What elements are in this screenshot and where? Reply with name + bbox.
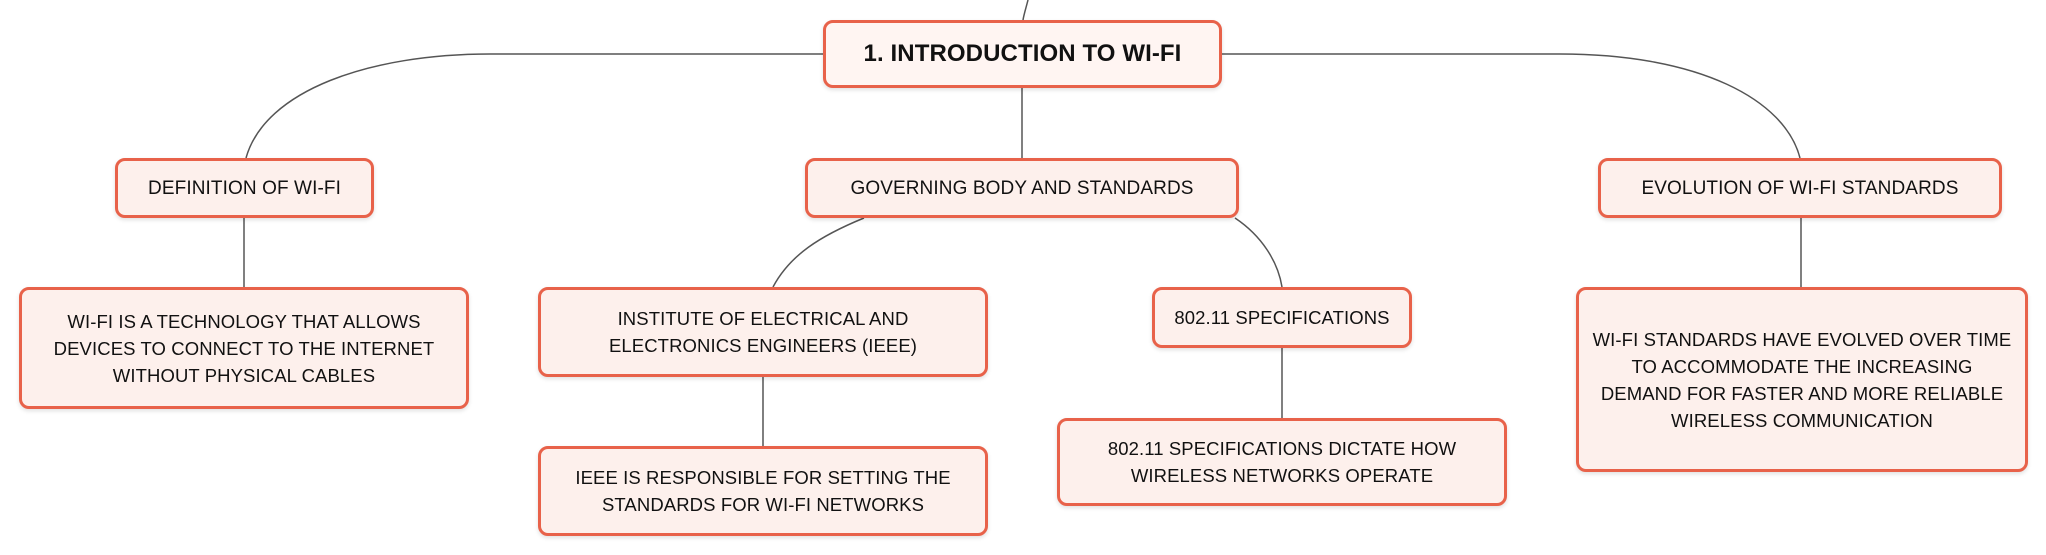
connector-parent-to-root (1022, 0, 1029, 21)
connector-root-to-definition (245, 53, 823, 159)
evolution-detail-node[interactable]: WI-FI STANDARDS HAVE EVOLVED OVER TIME T… (1576, 287, 2028, 472)
evolution-label: EVOLUTION OF WI-FI STANDARDS (1641, 177, 1959, 199)
spec-detail-text: 802.11 SPECIFICATIONS DICTATE HOW WIRELE… (1107, 438, 1457, 486)
governing-node[interactable]: GOVERNING BODY AND STANDARDS (805, 158, 1239, 218)
evolution-node[interactable]: EVOLUTION OF WI-FI STANDARDS (1598, 158, 2002, 218)
ieee-label: INSTITUTE OF ELECTRICAL AND ELECTRONICS … (608, 308, 918, 356)
connector-root-to-evolution (1222, 53, 1801, 159)
definition-detail-text: WI-FI IS A TECHNOLOGY THAT ALLOWS DEVICE… (53, 310, 435, 386)
ieee-detail-text: IEEE IS RESPONSIBLE FOR SETTING THE STAN… (575, 467, 951, 515)
root-topic-label: 1. INTRODUCTION TO WI-FI (863, 40, 1182, 67)
spec-node[interactable]: 802.11 SPECIFICATIONS (1152, 287, 1412, 348)
definition-node[interactable]: DEFINITION OF WI-FI (115, 158, 374, 218)
ieee-detail-node[interactable]: IEEE IS RESPONSIBLE FOR SETTING THE STAN… (538, 446, 988, 536)
spec-detail-node[interactable]: 802.11 SPECIFICATIONS DICTATE HOW WIRELE… (1057, 418, 1507, 506)
evolution-detail-text: WI-FI STANDARDS HAVE EVOLVED OVER TIME T… (1592, 328, 2012, 431)
connector-governing-to-spec (1234, 217, 1283, 288)
governing-label: GOVERNING BODY AND STANDARDS (850, 177, 1194, 199)
definition-label: DEFINITION OF WI-FI (148, 177, 341, 199)
definition-detail-node[interactable]: WI-FI IS A TECHNOLOGY THAT ALLOWS DEVICE… (19, 287, 469, 409)
spec-label: 802.11 SPECIFICATIONS (1174, 307, 1390, 328)
ieee-node[interactable]: INSTITUTE OF ELECTRICAL AND ELECTRONICS … (538, 287, 988, 377)
root-topic-node[interactable]: 1. INTRODUCTION TO WI-FI (823, 20, 1222, 88)
connector-governing-to-ieee (772, 217, 865, 288)
